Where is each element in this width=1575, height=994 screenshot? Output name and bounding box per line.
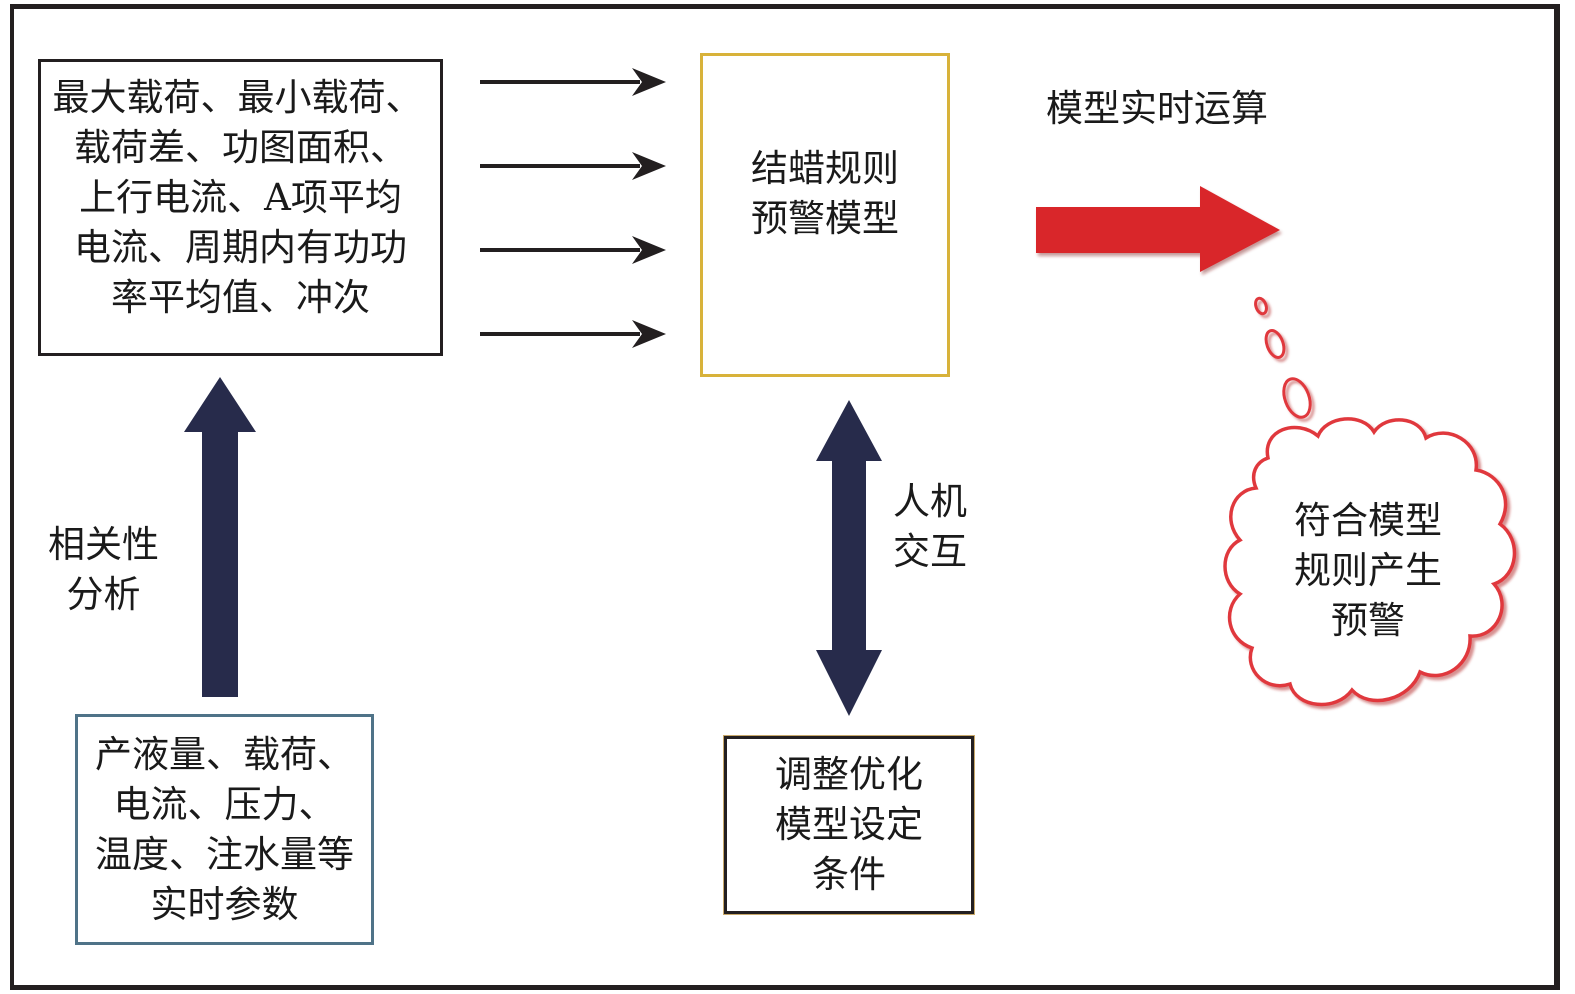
adjust-conditions-box: 调整优化 模型设定 条件 <box>723 735 975 915</box>
alert-line: 规则产生 <box>1294 549 1442 592</box>
correlation-line: 相关性 <box>48 523 159 566</box>
up-arrow-icon <box>184 377 256 697</box>
realtime-params-box: 产液量、载荷、 电流、压力、 温度、注水量等 实时参数 <box>75 714 374 945</box>
input-arrow <box>480 320 666 348</box>
adjust-line: 调整优化 <box>775 753 923 796</box>
features-line: 电流、周期内有功功 <box>74 225 407 269</box>
correlation-line: 分析 <box>66 573 141 616</box>
features-line: 载荷差、功图面积、 <box>74 125 407 169</box>
model-line: 结蜡规则 <box>751 147 899 190</box>
model-line: 预警模型 <box>751 197 899 240</box>
hmi-line: 人机 <box>893 480 967 523</box>
params-line: 温度、注水量等 <box>95 832 354 876</box>
params-line: 电流、压力、 <box>113 782 336 826</box>
double-arrow-icon <box>816 400 882 716</box>
alert-cloud-icon <box>1223 417 1517 707</box>
params-line: 产液量、载荷、 <box>95 732 354 776</box>
params-line: 实时参数 <box>150 882 299 926</box>
diagram-frame <box>10 4 1560 990</box>
input-arrow <box>480 236 666 264</box>
input-arrow <box>480 152 666 180</box>
input-arrow <box>480 68 666 96</box>
alert-cloud-text: 符合模型 规则产生 预警 <box>1268 496 1468 646</box>
features-line: 率平均值、冲次 <box>111 275 370 319</box>
wax-rule-model-box: 结蜡规则 预警模型 <box>700 53 950 377</box>
red-arrow-icon <box>1036 186 1280 272</box>
alert-line: 符合模型 <box>1294 499 1442 542</box>
adjust-line: 条件 <box>812 853 886 896</box>
adjust-line: 模型设定 <box>775 803 923 846</box>
thought-bubble-icon <box>1254 296 1312 419</box>
runtime-compute-label: 模型实时运算 <box>1046 87 1268 130</box>
features-box: 最大载荷、最小载荷、 载荷差、功图面积、 上行电流、A项平均 电流、周期内有功功… <box>38 59 443 356</box>
hmi-line: 交互 <box>893 530 967 573</box>
alert-line: 预警 <box>1331 599 1405 642</box>
hmi-label: 人机 交互 <box>893 477 967 577</box>
features-line: 最大载荷、最小载荷、 <box>52 75 423 119</box>
correlation-analysis-label: 相关性 分析 <box>48 520 159 620</box>
features-line: 上行电流、A项平均 <box>79 175 402 219</box>
